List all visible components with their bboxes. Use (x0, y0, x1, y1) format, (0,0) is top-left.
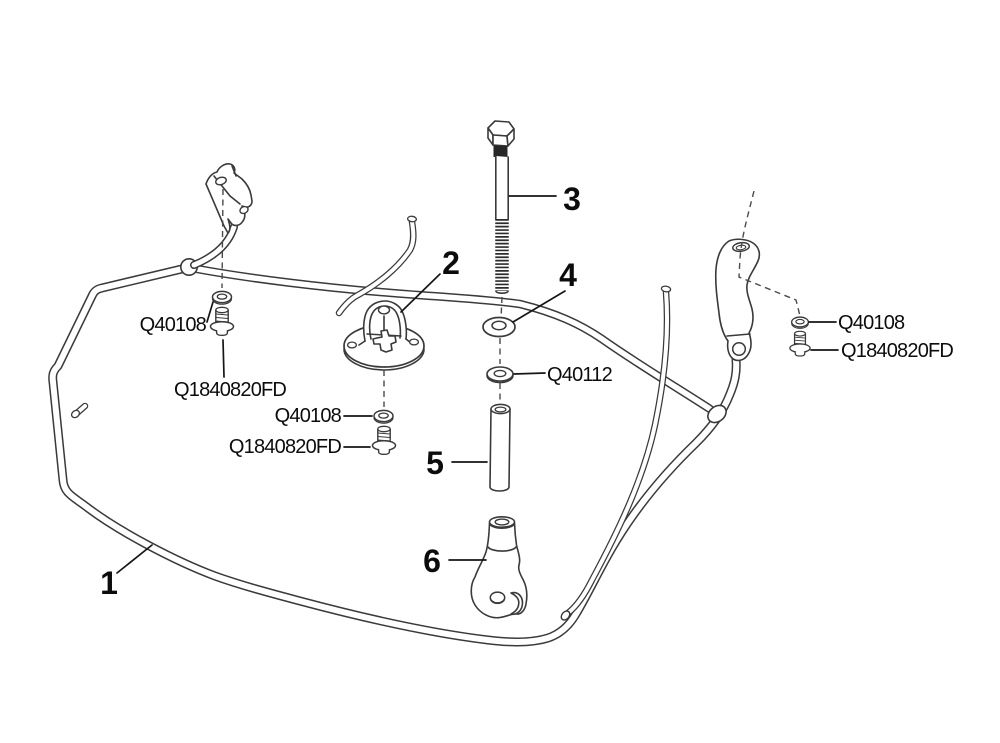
plate-strap-hole (377, 305, 391, 315)
label-center-bolt: Q1840820FD (229, 436, 341, 458)
callout-6: 6 (423, 543, 441, 579)
knuckle-item-6 (470, 515, 528, 619)
bracket-top-hole (215, 176, 227, 186)
frame-thin-rod-left (335, 215, 418, 317)
spacer-item-5 (489, 403, 511, 492)
callout-4: 4 (559, 257, 577, 293)
callout-1: 1 (100, 565, 118, 601)
callout-3: 3 (563, 181, 581, 217)
washer-q40112 (486, 366, 514, 384)
label-upper-left-bolt: Q1840820FD (174, 379, 286, 401)
frame-item-1 (48, 215, 741, 647)
label-upper-left-washer: Q40108 (140, 314, 207, 336)
plate-hole-right (408, 338, 420, 346)
callout-numbers: 1 2 3 4 5 6 (100, 181, 581, 601)
fastener-set-center (371, 409, 397, 456)
callout-5: 5 (426, 445, 444, 481)
bracket-side-hole (239, 205, 249, 215)
leader-lines (116, 195, 839, 574)
plate-center-slot (372, 329, 397, 353)
bolt-item-3 (487, 120, 515, 294)
knuckle-bore (494, 518, 510, 526)
handle-lever (714, 238, 761, 362)
frame-side-peg (70, 402, 89, 419)
label-right-bolt: Q1840820FD (841, 340, 953, 362)
plate-hole-left (346, 341, 358, 349)
label-right-washer: Q40108 (838, 312, 905, 334)
handle-clevis-hole (731, 341, 747, 357)
frame-joint-bushing (707, 404, 727, 424)
fastener-set-left (209, 290, 235, 337)
part-number-labels: Q40108 Q1840820FD Q40108 Q1840820FD Q401… (140, 312, 955, 458)
label-spacer-washer: Q40112 (547, 364, 613, 386)
frame-thin-rod-right (560, 285, 672, 621)
bracket-assembly (190, 163, 253, 269)
label-center-washer: Q40108 (275, 405, 342, 427)
fastener-set-right (789, 316, 811, 357)
callout-2: 2 (442, 245, 460, 281)
washer-item-4 (482, 316, 516, 338)
plate-item-2 (343, 300, 425, 371)
assembly-axis-lines (221, 188, 801, 407)
